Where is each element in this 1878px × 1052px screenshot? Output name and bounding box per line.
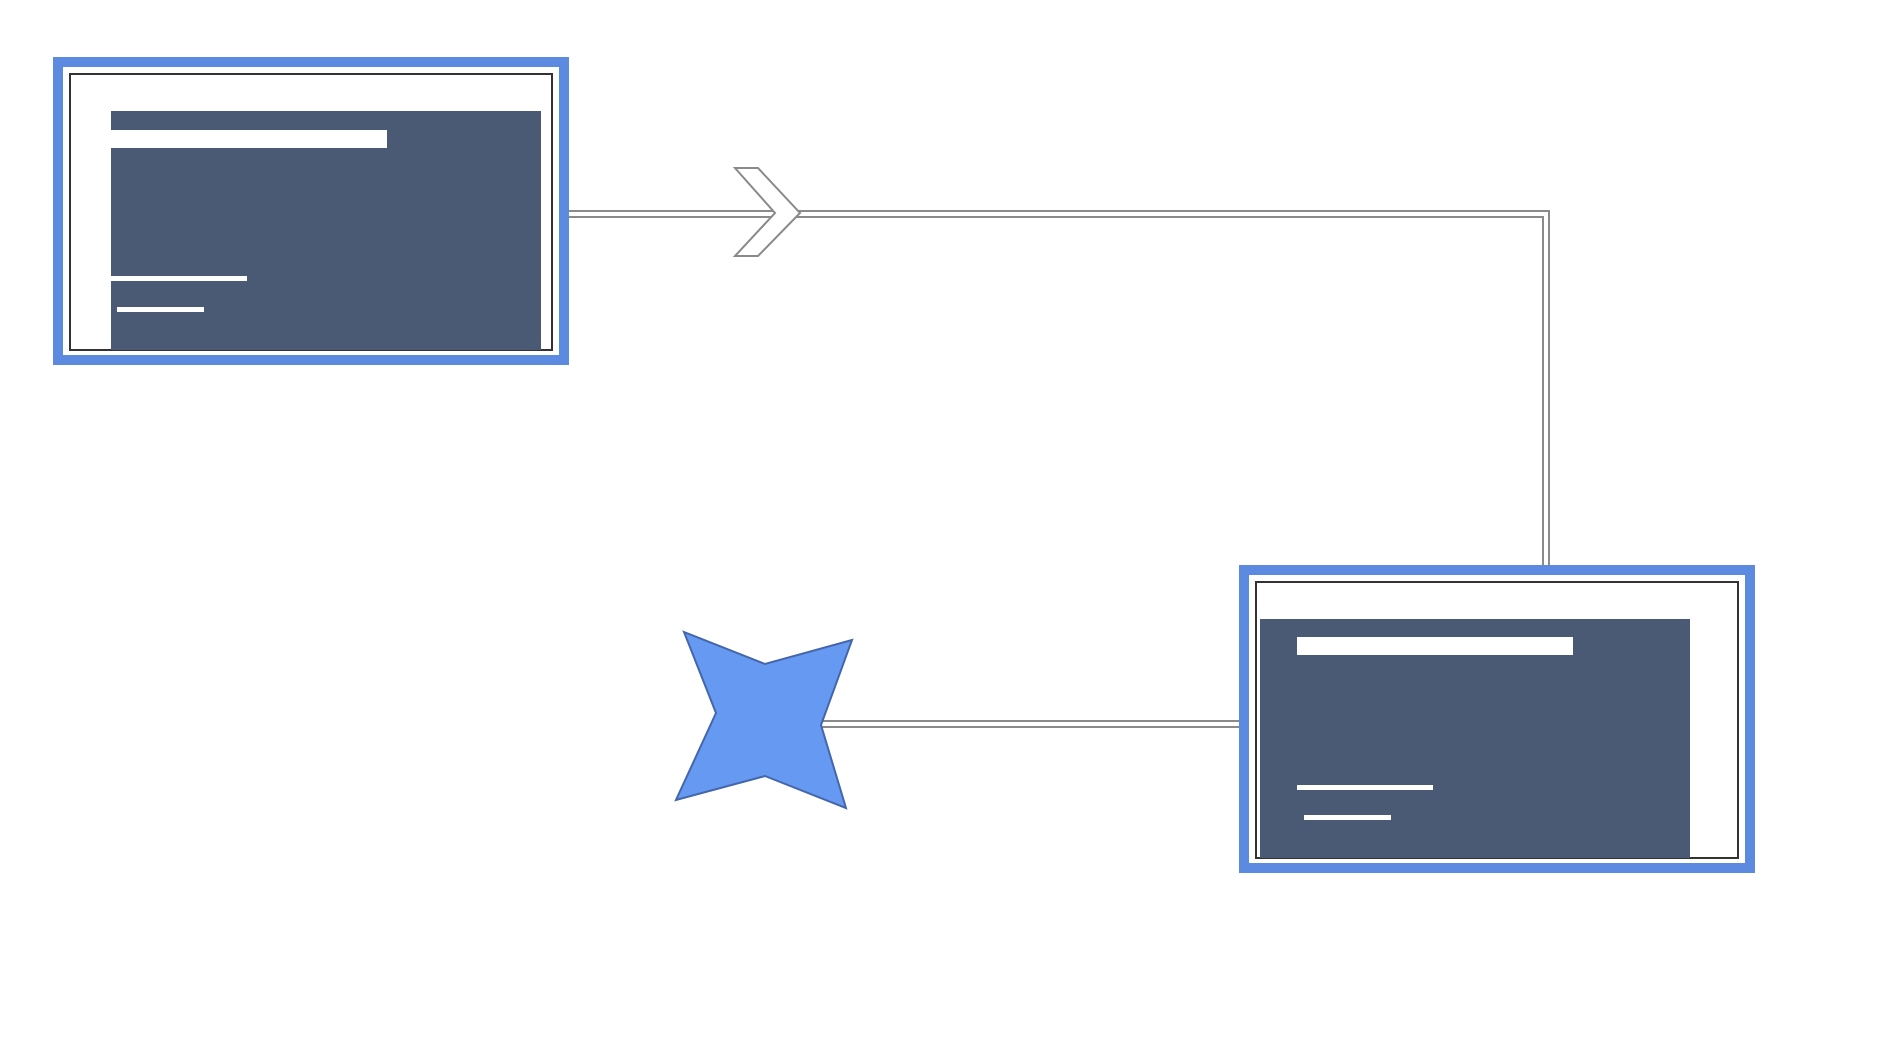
- card-title-placeholder: [1297, 637, 1573, 655]
- card-line-placeholder: [1297, 785, 1433, 790]
- connector-outline: [565, 210, 1550, 570]
- chevron-arrow-icon: [732, 167, 802, 257]
- four-point-star-icon[interactable]: [674, 630, 854, 810]
- card-title-placeholder: [111, 130, 387, 148]
- connector-card1-to-card2[interactable]: [565, 167, 1550, 570]
- card-line-placeholder: [111, 276, 247, 281]
- card-line-placeholder: [117, 307, 204, 312]
- node-card-2[interactable]: [1239, 565, 1755, 873]
- card-line-placeholder: [1304, 815, 1391, 820]
- node-card-1[interactable]: [53, 57, 569, 365]
- connector-core: [565, 212, 1548, 570]
